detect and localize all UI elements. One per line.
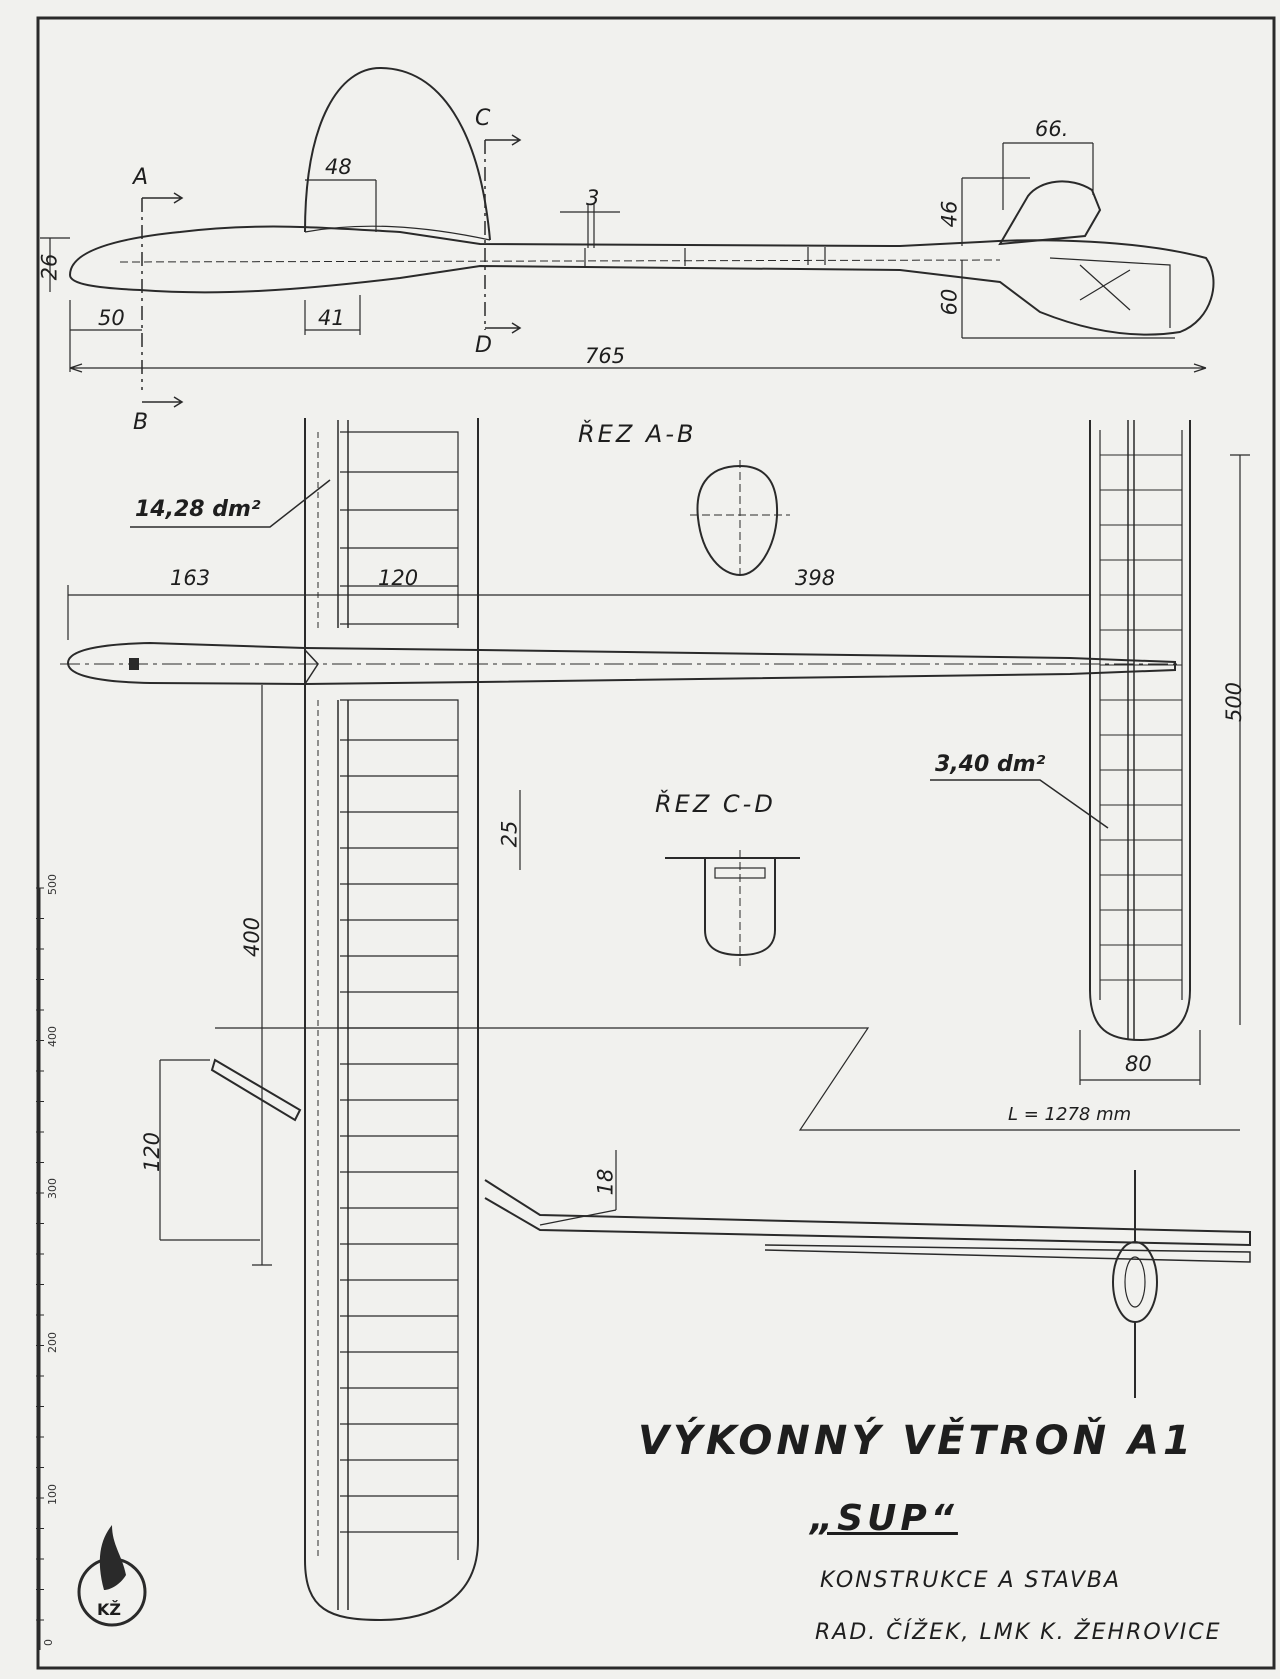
dim-3: 3 [586, 186, 600, 210]
stab-ribs [1100, 454, 1182, 981]
dim-120b: 120 [140, 1131, 165, 1173]
dim-50-line [69, 300, 142, 372]
section-ab-axis [690, 460, 790, 580]
stabilizer-top-view [1089, 420, 1191, 1042]
fuselage-side-outline [68, 225, 1215, 336]
scale-rule-ticks [36, 887, 44, 1621]
fuselage-top-outline [66, 641, 1176, 686]
kz-logo [77, 1525, 147, 1627]
dihedral-tip-left [210, 1058, 302, 1122]
credit-line-2: RAD. ČÍŽEK, LMK K. ŽEHROVICE [815, 1620, 1222, 1645]
dim-66: 66. [1035, 117, 1069, 141]
dim-25: 25 [497, 820, 522, 848]
dim-400-line [252, 685, 272, 1266]
wing-top-view [304, 418, 479, 1622]
scale-tick-400: 400 [46, 1026, 59, 1047]
dim-500: 500 [1222, 681, 1247, 723]
section-mark-c: C [475, 106, 491, 131]
wing-outline [304, 418, 479, 1622]
dim-60: 60 [937, 288, 962, 316]
dim-120a-line [305, 585, 479, 640]
stab-area: 3,40 dm² [935, 752, 1046, 777]
dim-48-line [305, 179, 377, 232]
span-bracket [215, 1027, 1240, 1131]
section-ab-drawing [690, 460, 790, 580]
section-mark-b: B [133, 410, 149, 435]
section-mark-d: D [475, 333, 492, 358]
credit-line-1: KONSTRUKCE A STAVBA [820, 1568, 1122, 1593]
logo-wing-icon [99, 1525, 126, 1590]
stab-mount-side [998, 180, 1102, 246]
section-arrow-b [142, 396, 184, 408]
section-title-cd: ŘEZ C-D [655, 790, 776, 818]
dim-26-line [40, 237, 70, 292]
wing-ribs [340, 471, 458, 1533]
dim-80-line [1079, 1030, 1201, 1085]
scale-tick-500: 500 [46, 874, 59, 895]
dim-120b-line [159, 1059, 260, 1241]
sheet-border [36, 16, 1276, 1670]
leader-wing-area [130, 479, 331, 528]
dim-18: 18 [593, 1168, 618, 1196]
fin-outline [304, 66, 491, 241]
section-title-ab: ŘEZ A-B [578, 420, 697, 448]
dim-48: 48 [325, 155, 352, 179]
wing-area: 14,28 dm² [135, 497, 261, 522]
dim-765-line [69, 363, 1207, 373]
scale-tick-300: 300 [46, 1178, 59, 1199]
dim-46-line [961, 177, 1030, 246]
tail-structure [1049, 257, 1171, 328]
bay-marks [584, 247, 826, 266]
drawing-title: VÝKONNÝ VĚTROŇ A1 [638, 1418, 1195, 1464]
longeron-line [119, 259, 1001, 263]
fin-base [304, 225, 491, 241]
fuselage-front-inner [1124, 1256, 1146, 1308]
logo-text: KŽ [97, 1600, 121, 1619]
dim-41-line [304, 295, 361, 335]
dim-26: 26 [37, 253, 62, 281]
fuselage-front-section [1112, 1241, 1158, 1323]
stab-front [764, 1244, 1251, 1263]
dim-46: 46 [937, 200, 962, 228]
dim-41: 41 [318, 306, 345, 330]
dim-120a: 120 [378, 566, 419, 590]
section-cd-shape [704, 858, 776, 957]
fuselage-top-view [60, 641, 1180, 686]
model-name: „SUP“ [810, 1498, 958, 1539]
section-ab-shape [696, 464, 779, 577]
dihedral-inner [484, 1179, 1251, 1247]
dim-400: 400 [240, 916, 265, 958]
dim-163-line [67, 585, 305, 640]
dim-50: 50 [98, 306, 125, 330]
wing-inner-panel [340, 431, 459, 1560]
front-view [210, 1058, 1251, 1398]
dim-3-line [560, 204, 620, 248]
dim-765: 765 [585, 344, 626, 368]
dim-500-line [1230, 454, 1250, 1025]
section-arrow-d [485, 322, 522, 334]
side-view [68, 66, 1215, 336]
nose-weight [129, 658, 139, 670]
dim-18-line [539, 1150, 617, 1226]
section-mark-a: A [133, 165, 149, 190]
section-arrow-c [485, 134, 522, 146]
dim-398: 398 [795, 566, 836, 590]
scale-tick-200: 200 [46, 1332, 59, 1353]
section-cd-drawing [665, 850, 800, 970]
dim-66-line [1002, 142, 1094, 210]
stab-spar [1127, 420, 1135, 1040]
leader-stab-area [930, 779, 1109, 829]
scale-tick-100: 100 [46, 1484, 59, 1505]
length-note: L = 1278 mm [1008, 1104, 1132, 1125]
wing-joint [304, 649, 319, 685]
stab-outline [1089, 420, 1191, 1042]
dim-60-line [961, 260, 1175, 339]
section-arrow-a [142, 192, 184, 204]
dim-163: 163 [170, 566, 211, 590]
dim-80: 80 [1125, 1052, 1152, 1076]
scale-tick-0: 0 [42, 1639, 55, 1646]
dim-398-line [478, 585, 1091, 640]
